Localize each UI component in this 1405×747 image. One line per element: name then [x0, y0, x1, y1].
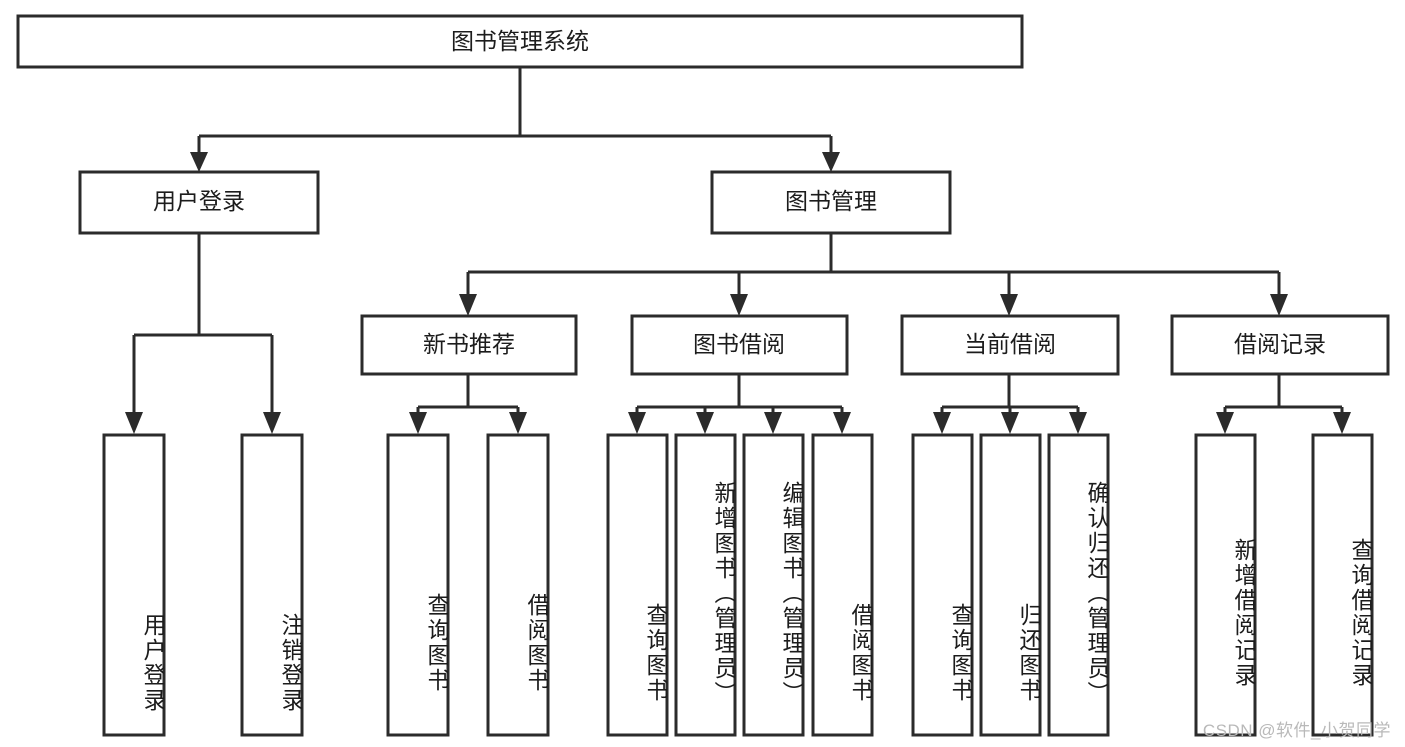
node-book-borrow-box[interactable]: [630, 314, 849, 376]
node-leaf-query-book-3-box[interactable]: [911, 433, 974, 737]
node-book-borrow[interactable]: 图书借阅: [630, 314, 849, 376]
arrowhead-new-book-recommend: [459, 294, 477, 316]
node-leaf-confirm-return-box[interactable]: [1047, 433, 1110, 737]
arrowhead-borrow-record: [1270, 294, 1288, 316]
arrowhead-leaf-query-book-3: [933, 412, 951, 434]
node-leaf-add-book-box[interactable]: [674, 433, 737, 737]
node-leaf-edit-book-box[interactable]: [742, 433, 805, 737]
node-root-label: 图书管理系统: [451, 28, 589, 54]
node-leaf-add-record-box[interactable]: [1194, 433, 1257, 737]
arrowhead-leaf-query-book-2: [628, 412, 646, 434]
node-book-manage-label: 图书管理: [785, 188, 877, 214]
node-leaf-return-book-box[interactable]: [979, 433, 1042, 737]
arrowhead-leaf-return-book: [1001, 412, 1019, 434]
node-current-borrow-label: 当前借阅: [964, 331, 1056, 357]
arrowhead-leaf-edit-book: [764, 412, 782, 434]
arrowhead-leaf-add-record: [1216, 412, 1234, 434]
arrowhead-leaf-logout: [263, 412, 281, 434]
node-borrow-record-box[interactable]: [1170, 314, 1390, 376]
node-new-book-recommend[interactable]: 新书推荐: [360, 314, 578, 376]
node-leaf-borrow-book-2-box[interactable]: [811, 433, 874, 737]
node-current-borrow[interactable]: 当前借阅: [900, 314, 1120, 376]
arrowhead-current-borrow: [1000, 294, 1018, 316]
arrowhead-leaf-user-login: [125, 412, 143, 434]
node-user-login-box[interactable]: [78, 170, 320, 235]
node-leaf-borrow-book-1-box[interactable]: [486, 433, 550, 737]
node-root-box[interactable]: [16, 14, 1024, 69]
arrowhead-leaf-add-book: [696, 412, 714, 434]
arrowhead-leaf-borrow-book-2: [833, 412, 851, 434]
node-current-borrow-box[interactable]: [900, 314, 1120, 376]
connector-group: [125, 67, 1351, 434]
node-borrow-record[interactable]: 借阅记录: [1170, 314, 1390, 376]
node-book-manage-box[interactable]: [710, 170, 952, 235]
arrowhead-leaf-query-record: [1333, 412, 1351, 434]
node-leaf-query-record-box[interactable]: [1311, 433, 1374, 737]
arrowhead-leaf-query-book-1: [409, 412, 427, 434]
node-leaf-query-book-2-box[interactable]: [606, 433, 669, 737]
node-leaf-user-login-box[interactable]: [102, 433, 166, 737]
arrowhead-leaf-borrow-book-1: [509, 412, 527, 434]
node-borrow-record-label: 借阅记录: [1234, 331, 1326, 357]
node-new-book-recommend-box[interactable]: [360, 314, 578, 376]
leaf-box-group: [102, 433, 1374, 737]
arrowhead-book-borrow: [730, 294, 748, 316]
arrowhead-book-manage: [822, 152, 840, 172]
node-user-login-label: 用户登录: [153, 188, 245, 214]
csdn-watermark: CSDN @软件_小贺同学: [1202, 721, 1391, 740]
node-leaf-logout-box[interactable]: [240, 433, 304, 737]
arrowhead-leaf-confirm-return: [1069, 412, 1087, 434]
node-root[interactable]: 图书管理系统: [16, 14, 1024, 69]
node-leaf-query-book-1-box[interactable]: [386, 433, 450, 737]
arrowhead-user-login: [190, 152, 208, 172]
node-book-borrow-label: 图书借阅: [693, 331, 785, 357]
node-new-book-recommend-label: 新书推荐: [423, 331, 515, 357]
node-book-manage[interactable]: 图书管理: [710, 170, 952, 235]
node-user-login[interactable]: 用户登录: [78, 170, 320, 235]
